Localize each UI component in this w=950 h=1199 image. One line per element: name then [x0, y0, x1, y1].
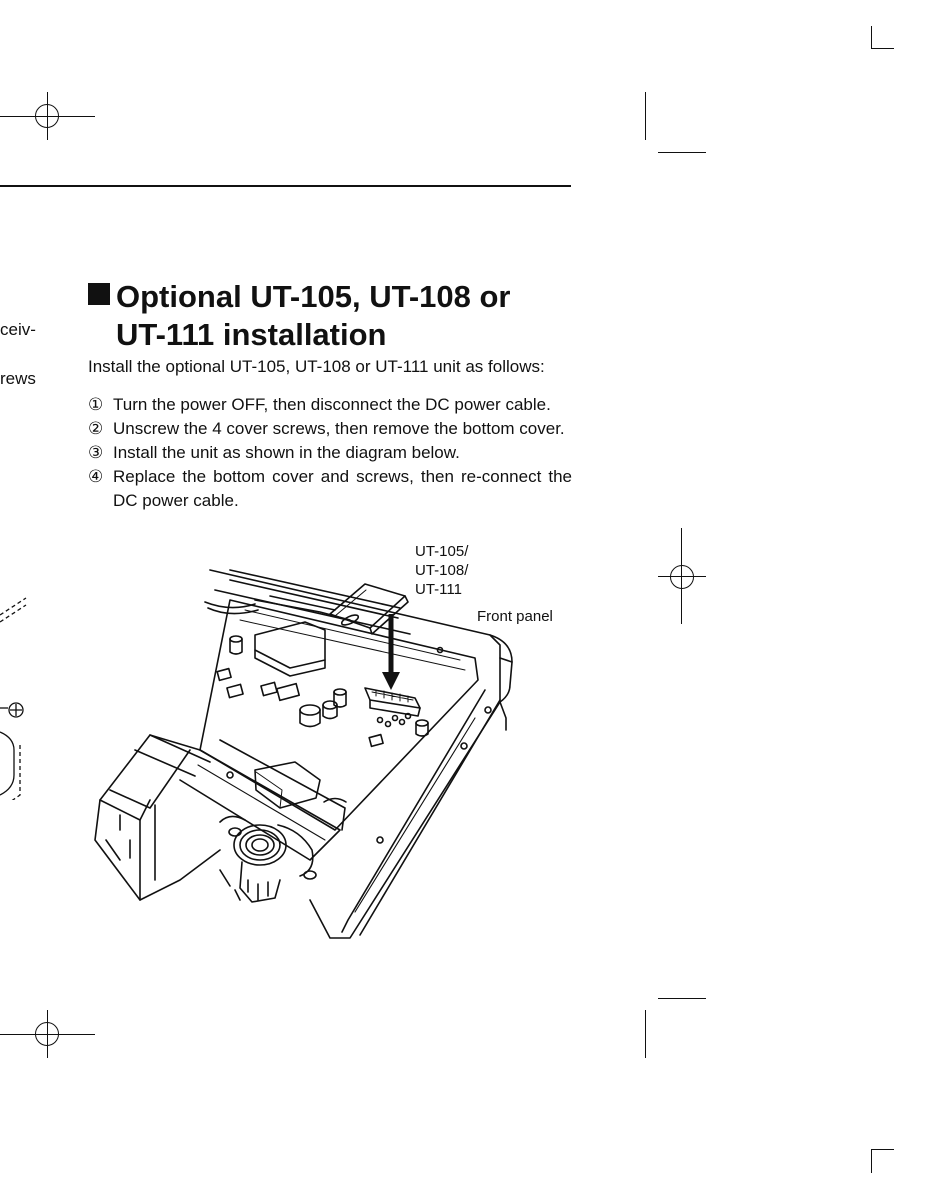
installation-steps: ① Turn the power OFF, then disconnect the…	[88, 393, 572, 513]
left-page-fragment: rews	[0, 369, 36, 388]
left-page-fragment: ceiv-	[0, 320, 36, 339]
unit-label-line: UT-108/	[415, 562, 469, 579]
intro-text: Install the optional UT-105, UT-108 or U…	[88, 357, 545, 376]
step-text: Replace the bottom cover and screws, the…	[113, 467, 572, 510]
unit-label-line: UT-105/	[415, 543, 469, 560]
step-number: ③	[88, 443, 104, 462]
section-title-line-2: UT-111 installation	[116, 317, 387, 352]
step-item: ② Unscrew the 4 cover screws, then remove…	[88, 417, 572, 441]
installation-diagram: UT-105/ UT-108/ UT-111 Front panel	[80, 540, 580, 950]
section-title: Optional UT-105, UT-108 or UT-111 instal…	[88, 278, 588, 354]
left-page-drawing-fragment	[0, 597, 27, 800]
front-panel-label: Front panel	[477, 608, 553, 625]
section-title-line-1: Optional UT-105, UT-108 or	[116, 279, 511, 314]
step-text: Unscrew the 4 cover screws, then remove …	[113, 419, 565, 438]
transceiver-illustration	[94, 569, 513, 939]
step-item: ③ Install the unit as shown in the diagra…	[88, 441, 572, 465]
step-number: ②	[88, 419, 104, 438]
step-text: Install the unit as shown in the diagram…	[113, 443, 460, 462]
step-number: ④	[88, 467, 104, 486]
step-item: ① Turn the power OFF, then disconnect the…	[88, 393, 572, 417]
step-number: ①	[88, 395, 104, 414]
header-rule	[0, 185, 571, 187]
step-text: Turn the power OFF, then disconnect the …	[113, 395, 551, 414]
unit-label-line: UT-111	[415, 581, 462, 598]
unit-label: UT-105/ UT-108/ UT-111	[415, 542, 468, 599]
bullet-square-icon	[88, 283, 110, 305]
step-item: ④ Replace the bottom cover and screws, th…	[88, 465, 572, 513]
